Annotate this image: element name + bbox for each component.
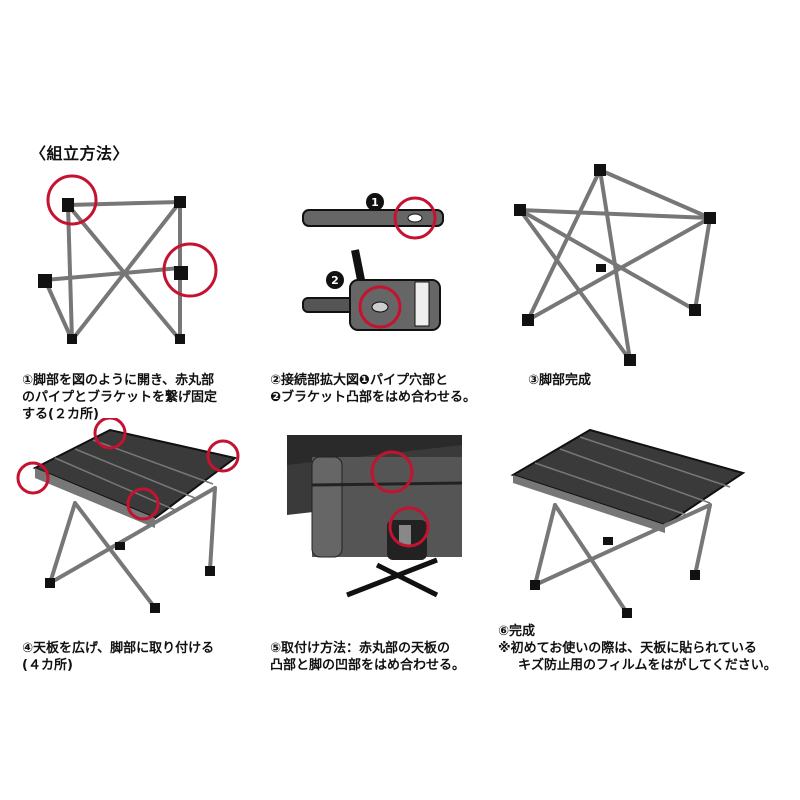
figure-step-4 (16, 418, 240, 613)
step-3-caption: ③脚部完成 (528, 373, 592, 388)
svg-text:1: 1 (371, 196, 379, 209)
svg-text:2: 2 (331, 274, 339, 287)
highlight-circle (162, 242, 218, 298)
highlight-circle (388, 506, 430, 548)
figure-step-5 (287, 435, 462, 598)
highlight-circle (16, 461, 50, 495)
figure-step-3 (514, 164, 716, 366)
step-5-caption: ⑤取付け方法：赤丸部の天板の 凸部と脚の凹部をはめ合わせる。 (270, 641, 466, 673)
highlight-circle (358, 285, 402, 329)
highlight-circle (206, 439, 240, 473)
step-4-caption: ④天板を広げ、脚部に取り付ける (４カ所) (22, 641, 215, 673)
step-1-caption: ①脚部を図のように開き、赤丸部 のパイプとブラケットを繋げ固定 する(２カ所) (22, 373, 218, 422)
figure-step-2: 1 2 (302, 193, 444, 331)
page-title: 〈組立方法〉 (30, 144, 130, 163)
highlight-circle (370, 450, 414, 494)
figure-step-6 (510, 428, 746, 618)
highlight-circle (46, 174, 98, 226)
highlight-circle (393, 196, 437, 240)
figure-step-1 (38, 174, 218, 344)
highlight-circle (126, 487, 160, 521)
highlight-circle (93, 418, 127, 450)
step-2-caption: ②接続部拡大図❶パイプ穴部と ❷ブラケット凸部をはめ合わせる。 (270, 373, 477, 405)
step-6-caption: ⑥完成 ※初めてお使いの際は、天板に貼られている キズ防止用のフィルムをはがして… (498, 624, 777, 673)
